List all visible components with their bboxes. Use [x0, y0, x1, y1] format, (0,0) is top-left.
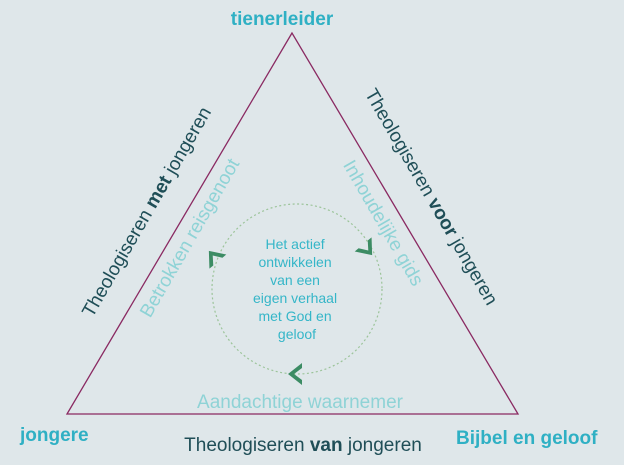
center-line: geloof [278, 326, 316, 342]
arrow-icon-left [208, 250, 227, 269]
center-line: eigen verhaal [253, 290, 337, 306]
arrow-icon-bottom [288, 363, 302, 385]
cycle-circle [211, 203, 383, 375]
arrow-icon-right [354, 237, 373, 256]
corner-label-left: jongere [19, 425, 89, 446]
center-line: van een [270, 272, 320, 288]
side-label-right: Theologiseren voor jongeren [360, 85, 501, 309]
center-text: Het actief ontwikkelen van een eigen ver… [253, 236, 341, 342]
corner-label-top: tienerleider [231, 9, 334, 30]
center-line: Het actief [265, 236, 324, 252]
corner-label-right: Bijbel en geloof [456, 428, 598, 449]
role-label-bottom: Aandachtige waarnemer [197, 392, 404, 413]
side-label-bottom: Theologiseren van jongeren [184, 435, 422, 456]
center-line: met God en [258, 308, 331, 324]
center-line: ontwikkelen [258, 254, 331, 270]
triangle-outline [65, 31, 520, 415]
